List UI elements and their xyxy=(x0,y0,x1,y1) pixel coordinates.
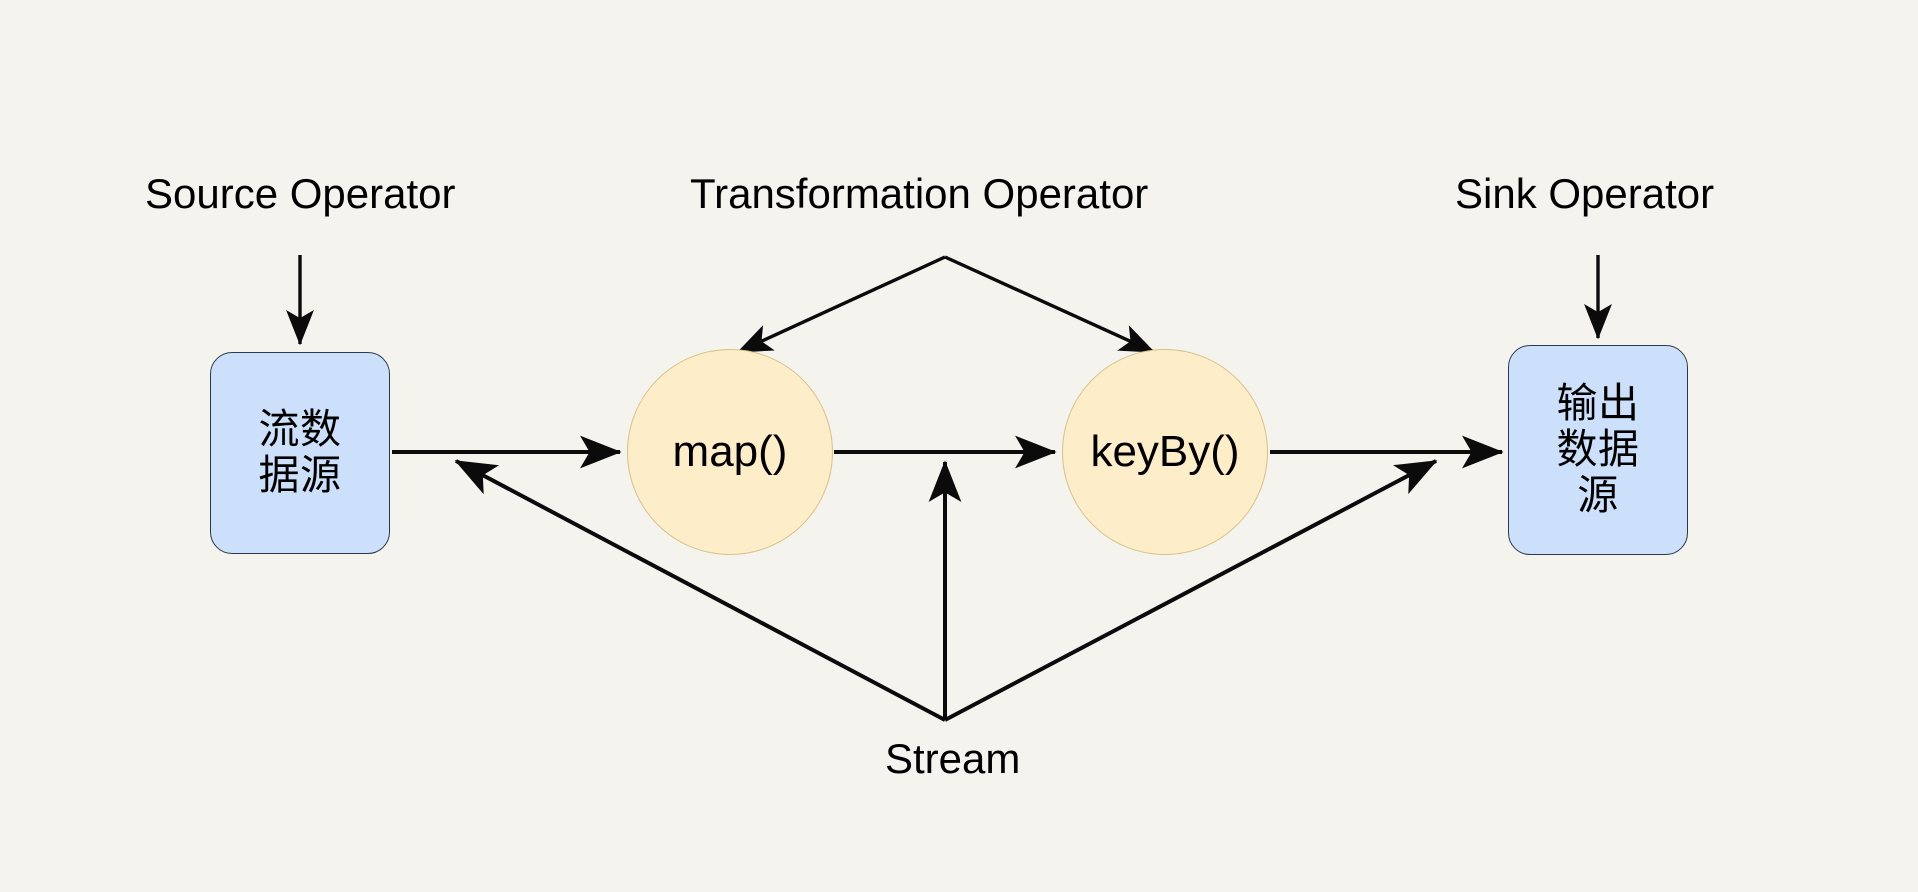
caption-sink-operator: Sink Operator xyxy=(1455,170,1715,217)
node-source-label: 流数 据源 xyxy=(258,406,342,498)
node-keyby-operator[interactable]: keyBy() xyxy=(1062,349,1268,555)
node-sink-label: 输出 数据 源 xyxy=(1556,380,1640,518)
edge-transformation-pointer-right xyxy=(944,255,1156,354)
node-map-label: map() xyxy=(672,427,788,476)
caption-stream: Stream xyxy=(885,735,1021,782)
edge-stream-pointer-right xyxy=(944,459,1438,722)
node-keyby-label: keyBy() xyxy=(1090,427,1240,476)
caption-source-operator: Source Operator xyxy=(145,170,456,217)
caption-transformation-operator: Transformation Operator xyxy=(690,170,1149,217)
edge-transformation-pointer-left xyxy=(736,255,946,354)
edge-stream-pointer-left xyxy=(454,459,946,722)
node-source-data-source[interactable]: 流数 据源 xyxy=(210,352,390,554)
node-sink-data-source[interactable]: 输出 数据 源 xyxy=(1508,345,1688,555)
node-map-operator[interactable]: map() xyxy=(627,349,833,555)
